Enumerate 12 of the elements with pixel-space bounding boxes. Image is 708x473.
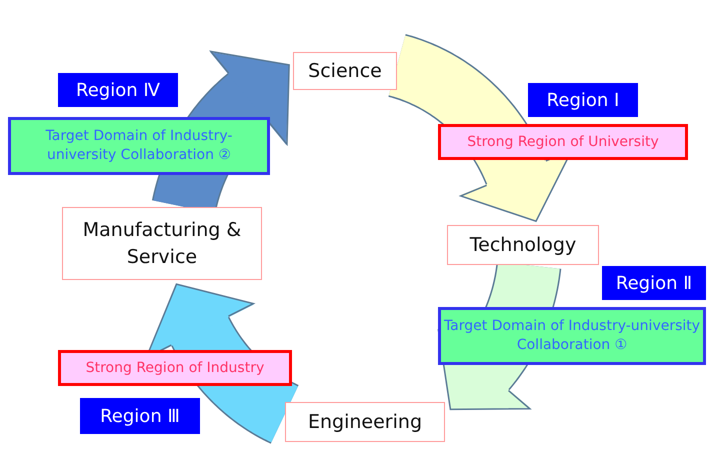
edge-label: Strong Region of Industry <box>58 350 292 386</box>
stage-box: Technology <box>447 225 599 265</box>
region-tag: Region Ⅳ <box>58 73 178 107</box>
edge-label: Target Domain of Industry-university Collaboration ① <box>438 307 706 365</box>
edge-label: Target Domain of Industry-university Collaboration ② <box>8 117 270 175</box>
edge-label: Strong Region of University <box>438 124 688 160</box>
region-tag: Region Ⅰ <box>528 83 638 117</box>
region-tag: Region Ⅲ <box>80 398 200 434</box>
stage-box: Engineering <box>285 402 445 442</box>
stage-box: Manufacturing & Service <box>62 207 262 280</box>
region-tag: Region Ⅱ <box>602 266 706 300</box>
stage-box: Science <box>293 52 397 90</box>
